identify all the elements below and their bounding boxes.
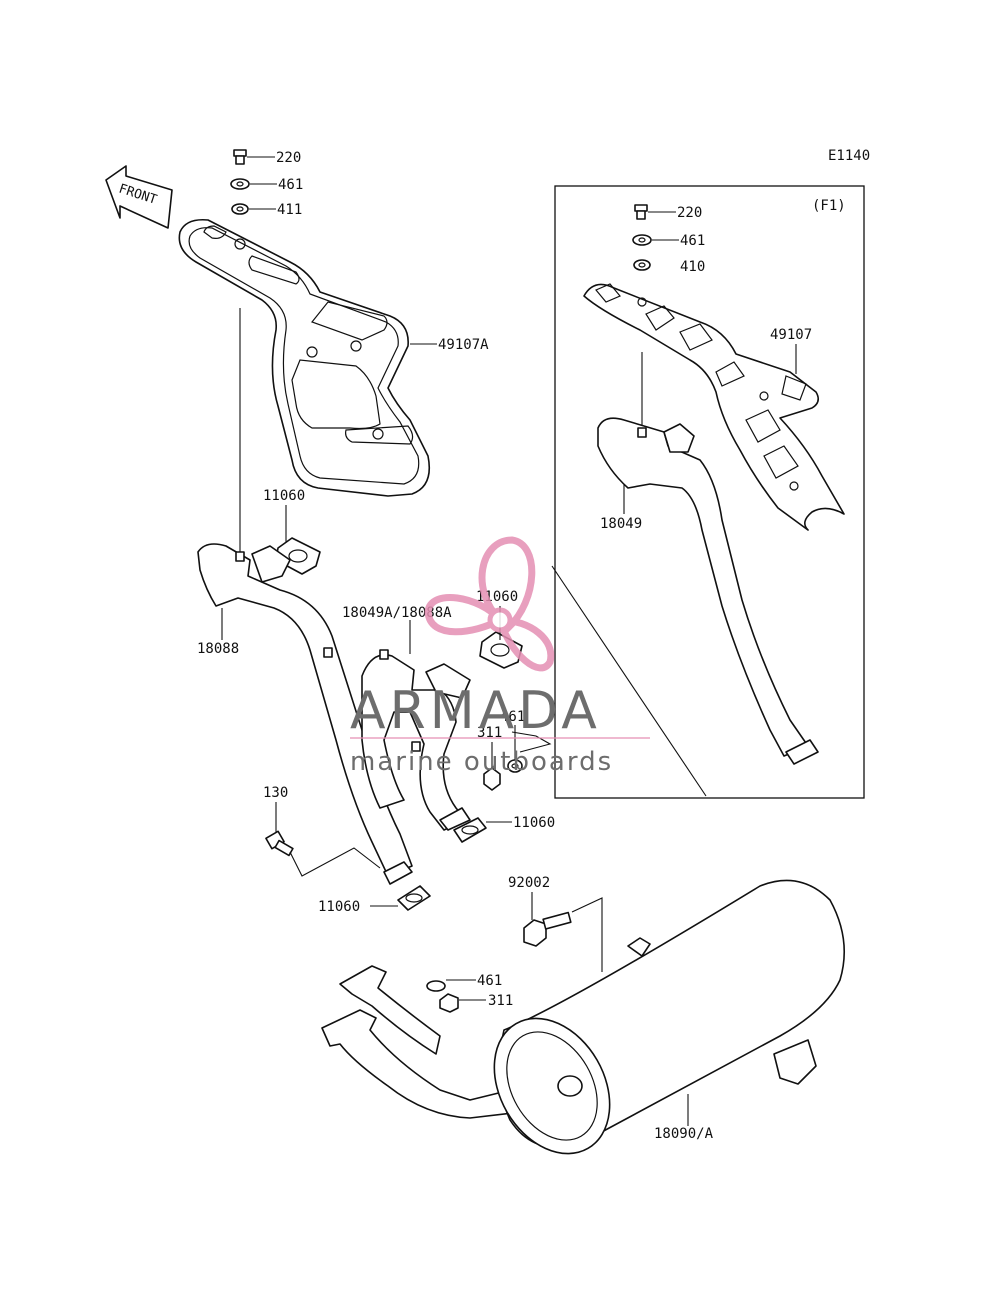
inset-frame xyxy=(554,185,865,799)
callout-inset-bolt: 220 xyxy=(677,205,702,221)
gasket-11060-front-icon xyxy=(397,885,431,911)
exhaust-pipe-18088 xyxy=(197,543,413,885)
front-arrow-icon: FRONT xyxy=(105,165,173,229)
lockwasher-461-icon xyxy=(230,178,250,190)
callout-top-lockwasher: 461 xyxy=(278,177,303,193)
exhaust-pipe-18049a xyxy=(361,649,471,831)
gasket-11060-rear-icon xyxy=(453,817,487,843)
lockwasher-461-muffler-icon xyxy=(426,980,446,992)
washer-411-icon xyxy=(231,203,249,215)
nut-311-mid-icon xyxy=(483,767,501,791)
callout-gasket-upper: 11060 xyxy=(263,488,305,504)
callout-pipe-rear: 18049A/18088A xyxy=(342,605,452,621)
washer-410-inset-icon xyxy=(633,259,651,271)
lockwasher-461-inset-icon xyxy=(632,234,652,246)
bolt-130-icon xyxy=(265,830,294,857)
callout-mid-nut: 311 xyxy=(477,725,502,741)
callout-muffler-bolt: 92002 xyxy=(508,875,550,891)
bolt-92002-icon xyxy=(523,911,572,947)
callout-top-washer: 411 xyxy=(277,202,302,218)
heat-guard-49107 xyxy=(583,283,845,531)
callout-muffler-lockwasher: 461 xyxy=(477,973,502,989)
callout-inset-lockwasher: 461 xyxy=(680,233,705,249)
exhaust-pipe-18049 xyxy=(597,417,819,765)
callout-bolt-130: 130 xyxy=(263,785,288,801)
callout-gasket-rear-outlet: 11060 xyxy=(513,815,555,831)
callout-inset-washer: 410 xyxy=(680,259,705,275)
lockwasher-461-mid-icon xyxy=(507,759,523,773)
diagram-code: E1140 xyxy=(828,148,870,164)
watermark-logo-icon xyxy=(424,536,555,672)
callout-pipe-front: 18088 xyxy=(197,641,239,657)
muffler-18090a xyxy=(321,879,845,1155)
callout-heat-guard-a: 49107A xyxy=(438,337,489,353)
watermark-tagline: marine outboards xyxy=(350,747,613,777)
callout-mid-lockwasher: 461 xyxy=(500,709,525,725)
callout-top-bolt: 220 xyxy=(276,150,301,166)
callout-gasket-front-outlet: 11060 xyxy=(318,899,360,915)
heat-guard-49107a xyxy=(178,218,431,497)
nut-311-muffler-icon xyxy=(439,993,459,1013)
bolt-220-icon xyxy=(233,149,247,165)
watermark-brand: ARMADA xyxy=(350,681,601,741)
callout-muffler-nut: 311 xyxy=(488,993,513,1009)
bolt-220-inset-icon xyxy=(634,204,648,220)
callout-muffler: 18090/A xyxy=(654,1126,714,1142)
inset-label: (F1) xyxy=(812,198,846,214)
callout-inset-pipe: 18049 xyxy=(600,516,642,532)
callout-inset-guard: 49107 xyxy=(770,327,812,343)
